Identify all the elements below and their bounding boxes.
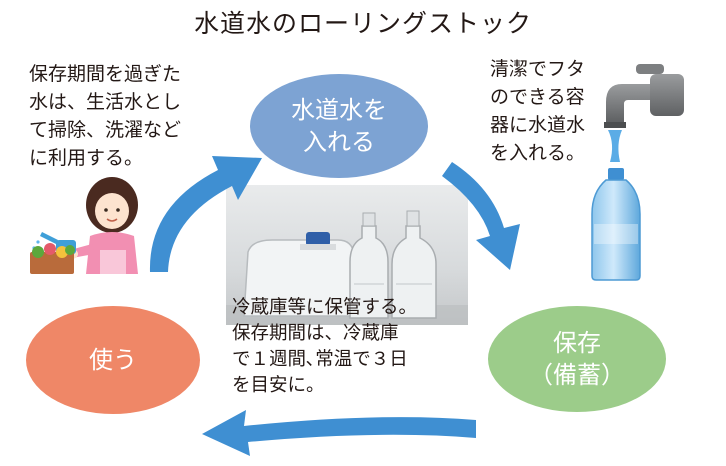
arrow-fill-to-store [442,162,520,270]
note-storage-period: 冷蔵庫等に保管する。 保存期間は、冷蔵庫 で１週間､常温で３日 を目安に。 [232,295,462,399]
note-line: 保存期間は、冷蔵庫 [232,323,399,344]
note-fill-container: 清潔でフタ のできる容 器に水道水 を入れる。 [490,55,606,167]
step-store-circle: 保存 （備蓄） [488,306,666,412]
page-title: 水道水のローリングストック [193,9,532,38]
note-use-old-water: 保存期間を過ぎた 水は、生活水とし て掃除、洗濯など に利用する。 [29,60,219,172]
note-line: 清潔でフタ [490,58,586,80]
step-use-label: 使う [89,346,137,374]
step-store-label-line: （備蓄） [529,361,625,389]
water-bottle-icon [591,168,641,281]
step-fill-label-line: 水道水を [291,96,387,124]
arrow-store-to-use [202,410,476,456]
note-line: 冷蔵庫等に保管する。 [232,297,418,318]
stored-water-containers-photo [226,185,468,325]
woman-watering-plants-icon [30,177,138,274]
note-line: て掃除、洗濯など [29,119,182,141]
note-line: に利用する。 [29,147,144,169]
faucet-icon [604,64,684,162]
step-store-label-line: 保存 [553,329,601,357]
step-use-circle: 使う [26,306,200,414]
note-line: 水は、生活水とし [29,91,182,113]
note-line: を目安に。 [232,375,325,396]
step-fill-circle: 水道水を 入れる [250,74,428,178]
cycle-arrows [149,156,520,456]
arrow-use-to-fill [149,156,262,272]
note-line: 保存期間を過ぎた [29,63,182,85]
note-line: のできる容 [490,86,585,108]
note-line: で１週間､常温で３日 [232,349,408,370]
note-line: 器に水道水 [490,114,586,136]
step-fill-label-line: 入れる [303,128,375,156]
note-line: を入れる。 [490,142,586,164]
